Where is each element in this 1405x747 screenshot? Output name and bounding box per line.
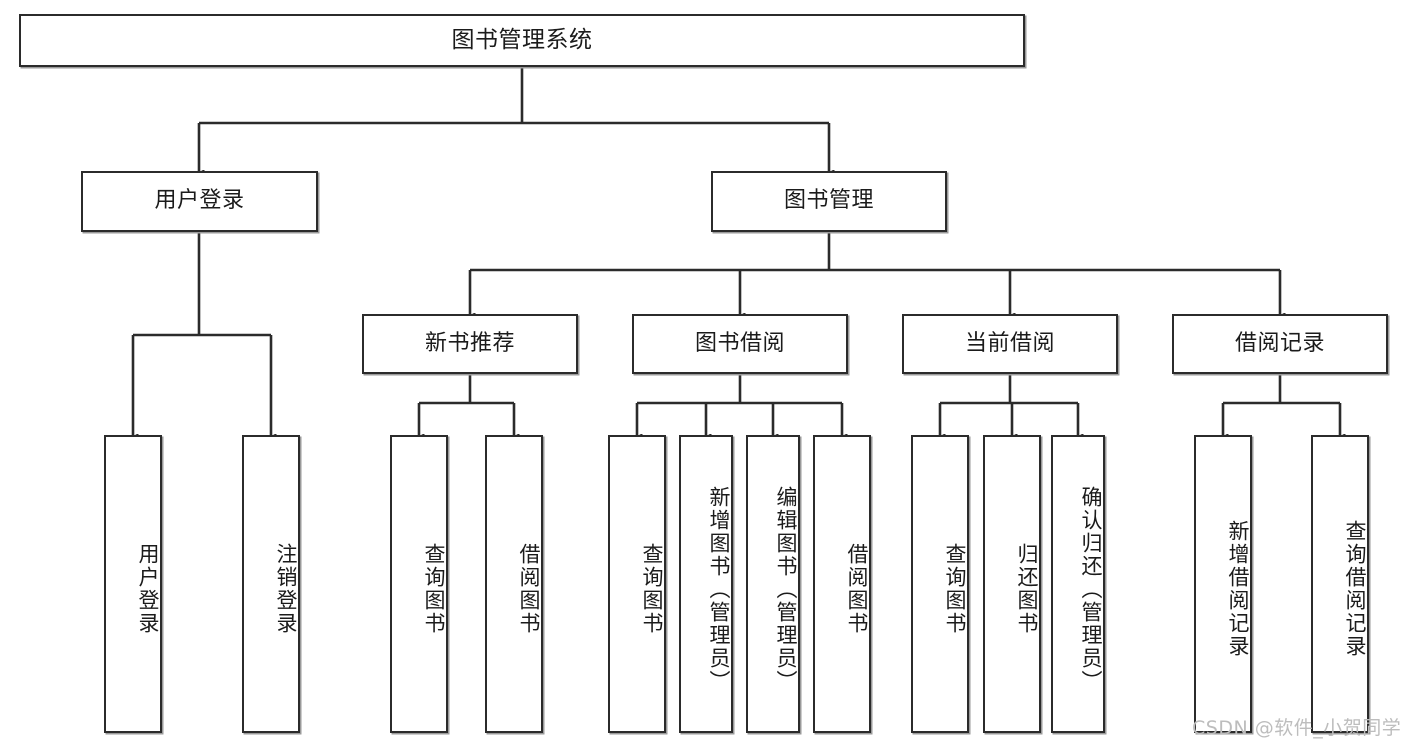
node-label: 查询图书 (422, 543, 446, 635)
node-label: 新增图书（管理员） (707, 485, 731, 693)
node-label: 编辑图书（管理员） (774, 485, 798, 693)
node-leaf-logout-login[interactable]: 注销登录 (242, 435, 300, 733)
node-label: 借阅图书 (845, 543, 869, 635)
node-leaf-query-borrow-record[interactable]: 查询借阅记录 (1311, 435, 1369, 733)
node-label: 查询图书 (640, 543, 664, 635)
node-leaf-confirm-return[interactable]: 确认归还（管理员） (1051, 435, 1105, 733)
node-label: 借阅记录 (1234, 330, 1325, 356)
node-user-login[interactable]: 用户登录 (81, 171, 318, 232)
node-leaf-borrow-book-2[interactable]: 借阅图书 (813, 435, 871, 733)
node-label: 新书推荐 (424, 330, 515, 356)
node-label: 确认归还（管理员） (1079, 485, 1103, 693)
node-label: 图书管理系统 (451, 26, 593, 53)
node-label: 查询借阅记录 (1343, 520, 1367, 658)
node-borrow-record[interactable]: 借阅记录 (1172, 314, 1388, 374)
node-leaf-add-borrow-record[interactable]: 新增借阅记录 (1194, 435, 1252, 733)
csdn-watermark: CSDN @软件_小贺同学 (1192, 717, 1402, 739)
node-label: 新增借阅记录 (1226, 520, 1250, 658)
node-leaf-borrow-book-1[interactable]: 借阅图书 (485, 435, 543, 733)
node-label: 图书管理 (783, 188, 874, 214)
node-label: 用户登录 (136, 543, 160, 635)
node-leaf-query-book-2[interactable]: 查询图书 (608, 435, 666, 733)
node-book-borrow[interactable]: 图书借阅 (632, 314, 848, 374)
node-leaf-query-book-1[interactable]: 查询图书 (390, 435, 448, 733)
node-label: 图书借阅 (694, 330, 785, 356)
node-new-book-recommend[interactable]: 新书推荐 (362, 314, 578, 374)
node-leaf-query-book-3[interactable]: 查询图书 (911, 435, 969, 733)
node-label: 查询图书 (943, 543, 967, 635)
node-label: 用户登录 (154, 188, 245, 214)
node-label: 当前借阅 (964, 330, 1055, 356)
node-label: 归还图书 (1015, 543, 1039, 635)
node-book-manage[interactable]: 图书管理 (711, 171, 947, 232)
node-leaf-return-book[interactable]: 归还图书 (983, 435, 1041, 733)
node-leaf-user-login[interactable]: 用户登录 (104, 435, 162, 733)
node-leaf-edit-book[interactable]: 编辑图书（管理员） (746, 435, 800, 733)
node-leaf-add-book[interactable]: 新增图书（管理员） (679, 435, 733, 733)
node-label: 注销登录 (274, 543, 298, 635)
node-label: 借阅图书 (517, 543, 541, 635)
node-current-borrow[interactable]: 当前借阅 (902, 314, 1118, 374)
node-root[interactable]: 图书管理系统 (19, 14, 1025, 67)
